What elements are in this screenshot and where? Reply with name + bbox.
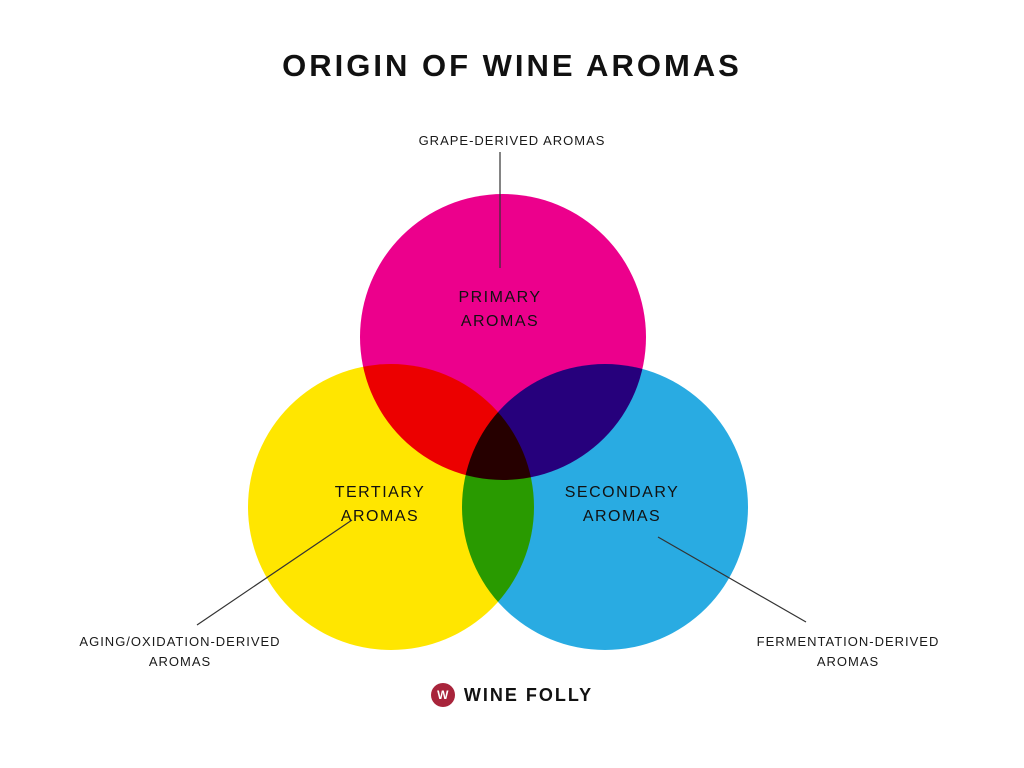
annotation-fermentation: FERMENTATION-DERIVED AROMAS: [756, 634, 940, 669]
label-tertiary-aromas: TERTIARY AROMAS: [334, 484, 426, 525]
wine-folly-logo-icon: W: [430, 683, 455, 707]
brand-footer: W WINE FOLLY: [0, 683, 1024, 707]
wine-folly-logo-text: WINE FOLLY: [463, 684, 594, 705]
annotation-grape-derived: GRAPE-DERIVED AROMAS: [418, 133, 606, 148]
annotation-aging-oxidation: AGING/OXIDATION-DERIVED AROMAS: [79, 634, 281, 669]
label-secondary-aromas: SECONDARY AROMAS: [564, 484, 680, 525]
page-title: ORIGIN OF WINE AROMAS: [282, 48, 742, 83]
label-primary-aromas: PRIMARY AROMAS: [458, 289, 542, 330]
